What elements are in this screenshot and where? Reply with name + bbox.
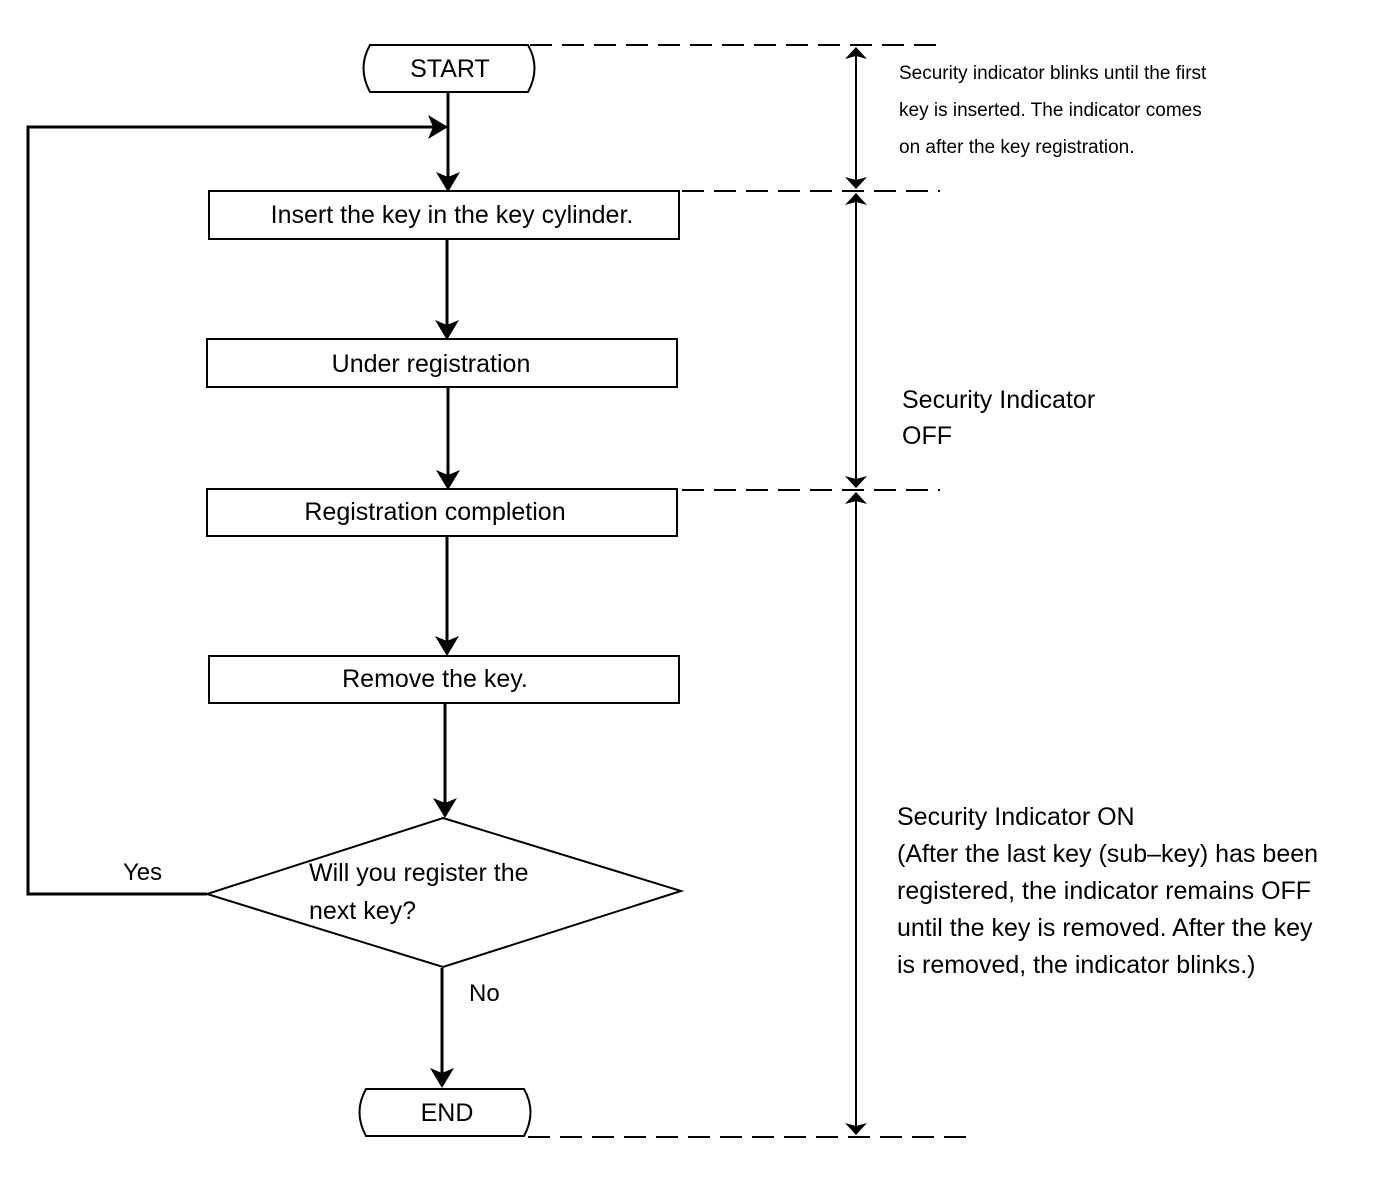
step-under-registration: Under registration <box>206 338 678 388</box>
phase2-note-line-2: OFF <box>902 422 952 450</box>
end-terminal: END <box>358 1088 532 1137</box>
decision-register-next-key: Will you register the next key? <box>203 816 685 969</box>
phase-boundaries <box>528 44 972 1138</box>
phase3-note-line-2: (After the last key (sub–key) has been <box>897 840 1318 868</box>
no-label: No <box>469 980 500 1007</box>
step-remove-key-label: Remove the key. <box>342 665 528 693</box>
phase3-note-line-1: Security Indicator ON <box>897 803 1135 831</box>
step-registration-completion: Registration completion <box>206 488 678 537</box>
phase3-note-line-3: registered, the indicator remains OFF <box>897 877 1311 905</box>
decision-line-2: next key? <box>309 897 416 925</box>
phase1-note-line-2: key is inserted. The indicator comes <box>899 100 1202 121</box>
phase3-note-line-5: is removed, the indicator blinks.) <box>897 951 1255 979</box>
decision-line-1: Will you register the <box>309 859 529 887</box>
start-label: START <box>410 55 490 83</box>
step-registration-completion-label: Registration completion <box>304 498 565 526</box>
phase1-note-line-3: on after the key registration. <box>899 137 1135 158</box>
step-insert-key: Insert the key in the key cylinder. <box>208 190 680 240</box>
phase1-note-line-1: Security indicator blinks until the firs… <box>899 63 1207 84</box>
step-insert-key-label: Insert the key in the key cylinder. <box>271 201 634 229</box>
phase3-note-line-4: until the key is removed. After the key <box>897 914 1313 942</box>
phase2-note-line-1: Security Indicator <box>902 386 1095 414</box>
phase3-note: Security Indicator ON (After the last ke… <box>897 803 1318 979</box>
connector-decision-yes-loop <box>26 115 448 896</box>
start-terminal: START <box>362 44 536 93</box>
end-label: END <box>421 1099 474 1127</box>
step-under-registration-label: Under registration <box>332 350 531 378</box>
phase1-note: Security indicator blinks until the firs… <box>899 63 1207 158</box>
phase2-note: Security Indicator OFF <box>902 386 1095 450</box>
flow-connectors <box>26 92 460 1088</box>
yes-label: Yes <box>123 859 162 886</box>
step-remove-key: Remove the key. <box>208 655 680 704</box>
